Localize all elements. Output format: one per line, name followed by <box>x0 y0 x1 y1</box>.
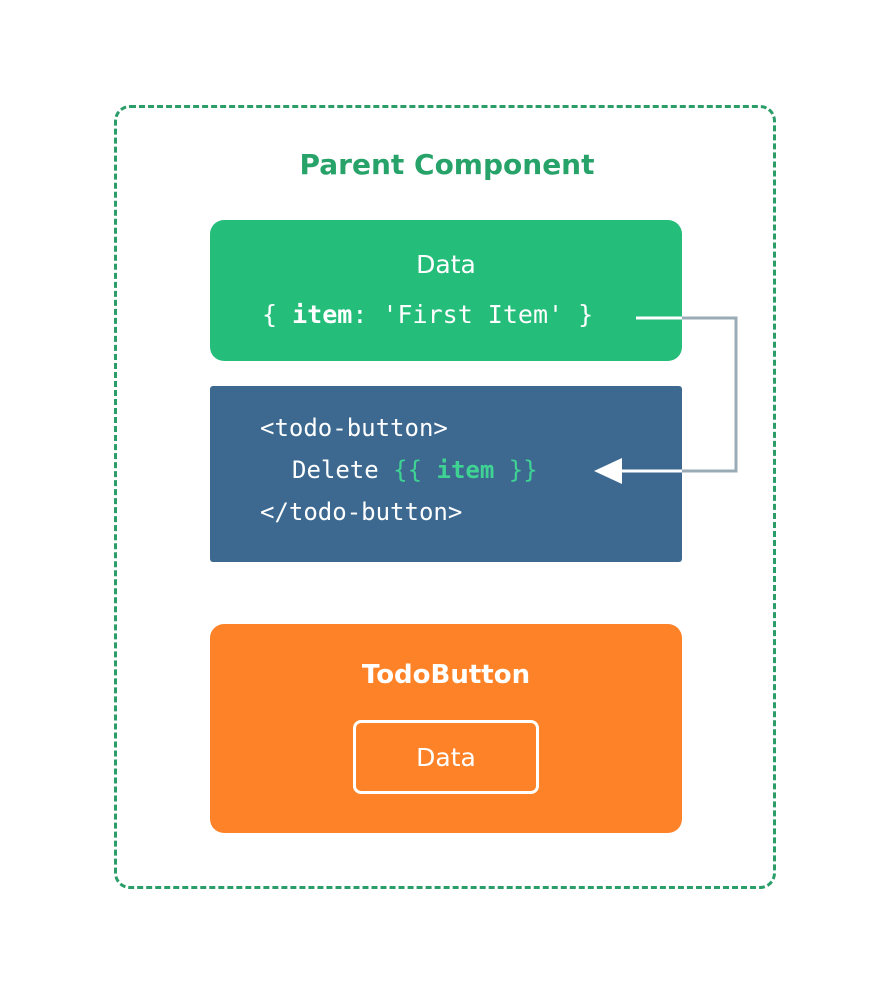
todo-button-data-box: Data <box>353 720 539 794</box>
data-open-brace: { <box>262 300 293 329</box>
data-object-code: { item: 'First Item' } <box>262 300 593 329</box>
data-colon: : <box>352 300 383 329</box>
data-close-brace: } <box>563 300 594 329</box>
mustache-variable: item <box>436 456 495 484</box>
data-box: Data { item: 'First Item' } <box>210 220 682 361</box>
delete-text: Delete <box>292 456 394 484</box>
todo-button-title: TodoButton <box>361 660 531 690</box>
data-value: 'First Item' <box>382 300 564 329</box>
parent-component-title: Parent Component <box>299 148 595 181</box>
open-tag: <todo-button> <box>260 414 448 442</box>
connector-gray-line <box>682 316 738 473</box>
data-key: item <box>292 300 353 329</box>
arrowhead-left-icon <box>594 458 622 484</box>
parent-component-frame <box>114 105 776 889</box>
mustache-open: {{ <box>393 456 437 484</box>
todo-button-box: TodoButton Data <box>210 624 682 833</box>
delete-line: Delete {{ item }} <box>292 456 538 484</box>
data-box-title: Data <box>416 250 476 279</box>
close-tag: </todo-button> <box>260 498 463 526</box>
mustache-close: }} <box>494 456 538 484</box>
